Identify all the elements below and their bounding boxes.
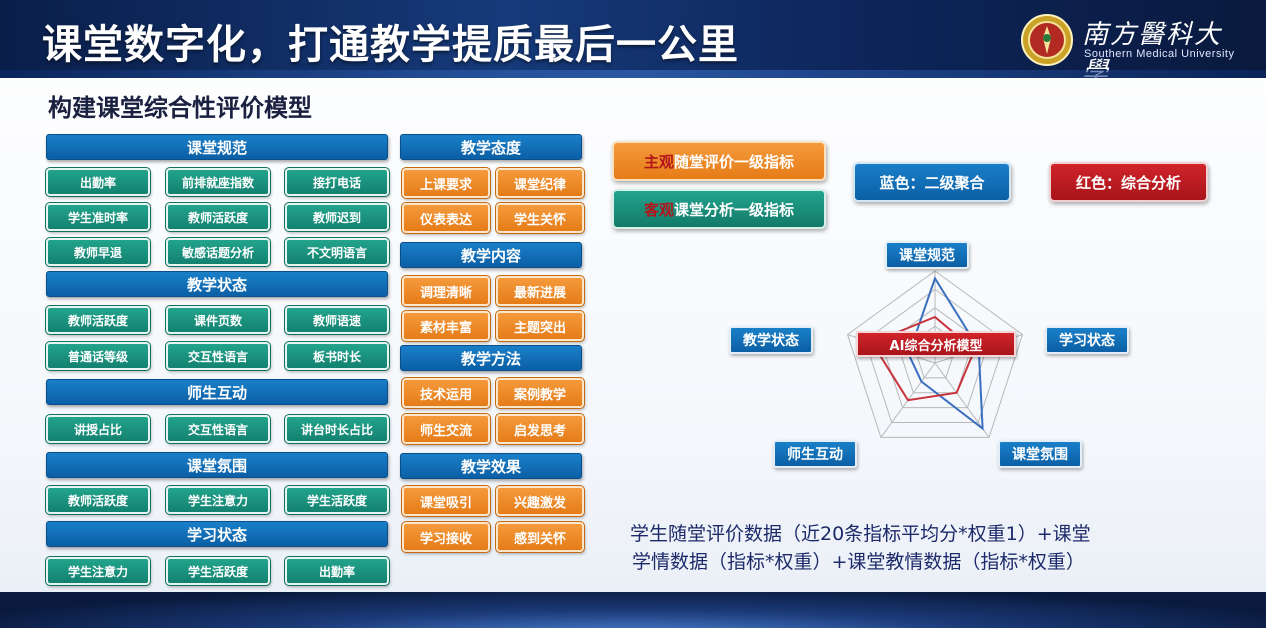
group-header-teaching-effect: 教学效果 bbox=[400, 453, 582, 479]
indicator-button[interactable]: 板书时长 bbox=[284, 341, 390, 371]
indicator-button[interactable]: 启发思考 bbox=[495, 413, 585, 445]
group-header-classroom-atmosphere: 课堂氛围 bbox=[46, 452, 388, 478]
formula-text: 学生随堂评价数据（近20条指标平均分*权重1）+课堂 学情数据（指标*权重）+课… bbox=[630, 520, 1240, 576]
logo-english-text: Southern Medical University bbox=[1084, 48, 1235, 60]
ai-model-label: AI综合分析模型 bbox=[856, 331, 1016, 357]
radar-axis-label: 学习状态 bbox=[1045, 326, 1129, 354]
indicator-button[interactable]: 上课要求 bbox=[401, 167, 491, 199]
group-header-learning-state: 学习状态 bbox=[46, 521, 388, 547]
indicator-button[interactable]: 教师早退 bbox=[45, 237, 151, 267]
indicator-button[interactable]: 学生注意力 bbox=[165, 485, 271, 515]
indicator-button[interactable]: 教师语速 bbox=[284, 305, 390, 335]
indicator-button[interactable]: 交互性语言 bbox=[165, 414, 271, 444]
title-bar: 课堂数字化，打通教学提质最后一公里 南方醫科大學 Southern Medica… bbox=[0, 0, 1266, 78]
legend-objective: 客观 课堂分析一级指标 bbox=[612, 189, 826, 229]
section-title: 构建课堂综合性评价模型 bbox=[48, 94, 312, 122]
indicator-button[interactable]: 学生活跃度 bbox=[165, 556, 271, 586]
indicator-button[interactable]: 讲台时长占比 bbox=[284, 414, 390, 444]
radar-axis-label: 课堂氛围 bbox=[998, 440, 1082, 468]
page-title: 课堂数字化，打通教学提质最后一公里 bbox=[42, 22, 739, 68]
indicator-button[interactable]: 学生注意力 bbox=[45, 556, 151, 586]
radar-axis-label: 师生互动 bbox=[773, 440, 857, 468]
indicator-button[interactable]: 学生关怀 bbox=[495, 202, 585, 234]
indicator-button[interactable]: 课堂吸引 bbox=[401, 485, 491, 517]
indicator-button[interactable]: 接打电话 bbox=[284, 167, 390, 197]
indicator-button[interactable]: 交互性语言 bbox=[165, 341, 271, 371]
indicator-button[interactable]: 不文明语言 bbox=[284, 237, 390, 267]
radar-axis-label: 课堂规范 bbox=[885, 241, 969, 269]
indicator-button[interactable]: 素材丰富 bbox=[401, 310, 491, 342]
indicator-button[interactable]: 课堂纪律 bbox=[495, 167, 585, 199]
legend-subjective-emphasis: 主观 bbox=[643, 152, 674, 171]
indicator-button[interactable]: 讲授占比 bbox=[45, 414, 151, 444]
indicator-button[interactable]: 案例教学 bbox=[495, 377, 585, 409]
indicator-button[interactable]: 教师活跃度 bbox=[165, 202, 271, 232]
indicator-button[interactable]: 主题突出 bbox=[495, 310, 585, 342]
legend-objective-text: 课堂分析一级指标 bbox=[674, 200, 795, 219]
indicator-button[interactable]: 师生交流 bbox=[401, 413, 491, 445]
indicator-button[interactable]: 教师活跃度 bbox=[45, 305, 151, 335]
indicator-button[interactable]: 技术运用 bbox=[401, 377, 491, 409]
indicator-button[interactable]: 调理清晰 bbox=[401, 275, 491, 307]
indicator-button[interactable]: 出勤率 bbox=[45, 167, 151, 197]
radar-axis-label: 教学状态 bbox=[729, 326, 813, 354]
group-header-teaching-content: 教学内容 bbox=[400, 242, 582, 268]
group-header-teacher-student-interaction: 师生互动 bbox=[46, 379, 388, 405]
group-header-teaching-state: 教学状态 bbox=[46, 271, 388, 297]
radar-series-red bbox=[870, 315, 976, 402]
group-header-teaching-method: 教学方法 bbox=[400, 345, 582, 371]
legend-blue: 蓝色：二级聚合 bbox=[853, 162, 1011, 202]
indicator-button[interactable]: 兴趣激发 bbox=[495, 485, 585, 517]
legend-objective-emphasis: 客观 bbox=[643, 200, 674, 219]
university-seal-icon bbox=[1021, 14, 1073, 66]
logo-chinese-text: 南方醫科大學 bbox=[1082, 20, 1223, 78]
indicator-button[interactable]: 学生准时率 bbox=[45, 202, 151, 232]
formula-line: 学生随堂评价数据（近20条指标平均分*权重1）+课堂 bbox=[630, 523, 1091, 545]
indicator-button[interactable]: 最新进展 bbox=[495, 275, 585, 307]
indicator-button[interactable]: 普通话等级 bbox=[45, 341, 151, 371]
group-header-teaching-attitude: 教学态度 bbox=[400, 134, 582, 160]
indicator-button[interactable]: 课件页数 bbox=[165, 305, 271, 335]
footer-band bbox=[0, 592, 1266, 628]
formula-line: 学情数据（指标*权重）+课堂教情数据（指标*权重） bbox=[632, 551, 1085, 573]
radar-axis-line bbox=[934, 362, 990, 438]
indicator-button[interactable]: 出勤率 bbox=[284, 556, 390, 586]
indicator-button[interactable]: 仪表表达 bbox=[401, 202, 491, 234]
indicator-button[interactable]: 教师迟到 bbox=[284, 202, 390, 232]
indicator-button[interactable]: 敏感话题分析 bbox=[165, 237, 271, 267]
indicator-button[interactable]: 前排就座指数 bbox=[165, 167, 271, 197]
indicator-button[interactable]: 学习接收 bbox=[401, 521, 491, 553]
group-header-classroom-norms: 课堂规范 bbox=[46, 134, 388, 160]
indicator-button[interactable]: 感到关怀 bbox=[495, 521, 585, 553]
legend-red: 红色：综合分析 bbox=[1049, 162, 1208, 202]
legend-subjective: 主观 随堂评价一级指标 bbox=[612, 141, 826, 181]
legend-subjective-text: 随堂评价一级指标 bbox=[674, 152, 795, 171]
indicator-button[interactable]: 教师活跃度 bbox=[45, 485, 151, 515]
radar-grid-ring bbox=[846, 270, 1024, 438]
university-logo: 南方醫科大學 Southern Medical University bbox=[1018, 12, 1238, 78]
indicator-button[interactable]: 学生活跃度 bbox=[284, 485, 390, 515]
